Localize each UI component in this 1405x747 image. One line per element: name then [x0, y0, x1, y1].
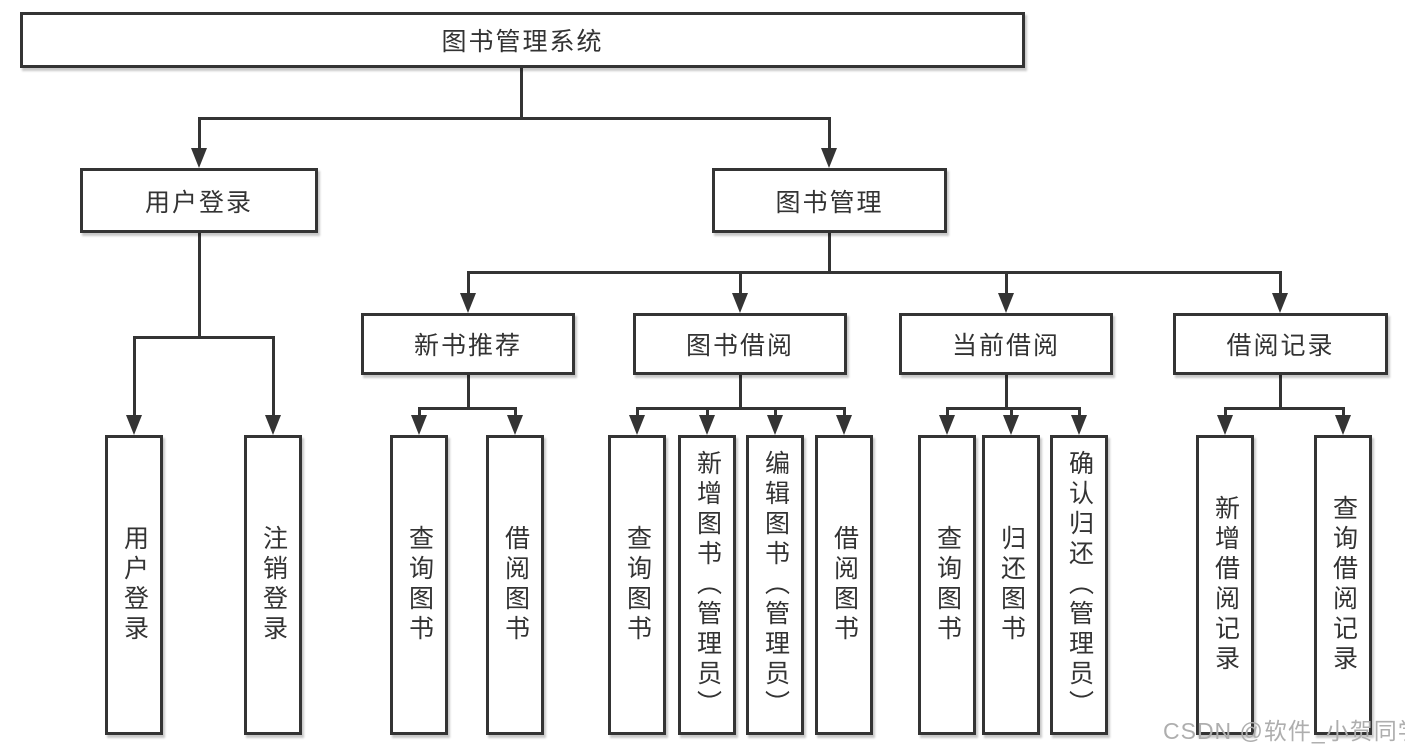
- connector-current-borrowing-stem: [1005, 375, 1008, 409]
- leaf-borrow-books-1-label: 借阅图书: [501, 525, 530, 645]
- leaf-add-borrow-record-label: 新增借阅记录: [1211, 495, 1240, 675]
- node-new-book-recommend-label: 新书推荐: [413, 332, 522, 360]
- leaf-return-books-label: 归还图书: [997, 525, 1026, 645]
- connector-book-borrowing-bar: [636, 407, 846, 410]
- connector-drop-book-management: [828, 119, 831, 150]
- connector-book-borrowing-stem: [739, 375, 742, 409]
- leaf-logout: 注销登录: [244, 435, 302, 735]
- arrowhead-g4c1: [1003, 415, 1019, 435]
- leaf-query-books-3: 查询图书: [918, 435, 976, 735]
- arrowhead-g5c0: [1217, 415, 1233, 435]
- arrowhead-login-leaf: [126, 415, 142, 435]
- connector-user-login-bar: [133, 336, 275, 339]
- leaf-borrow-books-2: 借阅图书: [815, 435, 873, 735]
- connector-drop-g4c0: [946, 409, 949, 417]
- leaf-add-borrow-record: 新增借阅记录: [1196, 435, 1254, 735]
- connector-drop-logout-leaf: [272, 338, 275, 417]
- connector-drop-g5c1: [1342, 409, 1345, 417]
- connector-level2-bar: [467, 271, 1282, 274]
- arrowhead-g3c2: [767, 415, 783, 435]
- connector-level1-bar: [198, 117, 831, 120]
- connector-drop-g3c3: [843, 409, 846, 417]
- leaf-query-borrow-record-label: 查询借阅记录: [1329, 495, 1358, 675]
- leaf-confirm-return-admin: 确认归还（管理员）: [1050, 435, 1108, 735]
- arrowhead-g3c1: [699, 415, 715, 435]
- leaf-query-books-2: 查询图书: [608, 435, 666, 735]
- connector-drop-g4c1: [1010, 409, 1013, 417]
- connector-drop-g2c0: [418, 409, 421, 417]
- connector-book-management-stem: [828, 233, 831, 273]
- arrowhead-current-borrowing: [998, 293, 1014, 313]
- leaf-user-login-label: 用户登录: [120, 525, 149, 645]
- leaf-query-borrow-record: 查询借阅记录: [1314, 435, 1372, 735]
- connector-borrowing-records-stem: [1279, 375, 1282, 409]
- leaf-query-books-1-label: 查询图书: [405, 525, 434, 645]
- leaf-add-books-admin-label: 新增图书（管理员）: [693, 450, 722, 720]
- leaf-edit-books-admin-label: 编辑图书（管理员）: [761, 450, 790, 720]
- connector-new-book-stem: [467, 375, 470, 409]
- connector-current-borrowing-bar: [946, 407, 1081, 410]
- leaf-query-books-1: 查询图书: [390, 435, 448, 735]
- leaf-return-books: 归还图书: [982, 435, 1040, 735]
- connector-drop-g4c2: [1078, 409, 1081, 417]
- leaf-borrow-books-1: 借阅图书: [486, 435, 544, 735]
- arrowhead-g4c2: [1071, 415, 1087, 435]
- connector-drop-login-leaf: [133, 338, 136, 417]
- node-root: 图书管理系统: [20, 12, 1025, 68]
- connector-drop-g3c1: [706, 409, 709, 417]
- node-root-label: 图书管理系统: [441, 28, 604, 56]
- connector-root-stem: [520, 68, 523, 119]
- connector-drop-g3c0: [636, 409, 639, 417]
- connector-drop-g3c2: [774, 409, 777, 417]
- node-book-management-label: 图书管理: [775, 188, 884, 217]
- node-new-book-recommend: 新书推荐: [361, 313, 575, 375]
- connector-drop-current-borrowing: [1005, 273, 1008, 295]
- leaf-add-books-admin: 新增图书（管理员）: [678, 435, 736, 735]
- arrowhead-book-borrowing: [732, 293, 748, 313]
- leaf-borrow-books-2-label: 借阅图书: [830, 525, 859, 645]
- node-user-login-label: 用户登录: [144, 188, 253, 217]
- connector-drop-book-borrowing: [739, 273, 742, 295]
- node-current-borrowing: 当前借阅: [899, 313, 1113, 375]
- connector-borrowing-records-bar: [1224, 407, 1345, 410]
- node-book-borrowing: 图书借阅: [633, 313, 847, 375]
- leaf-query-books-2-label: 查询图书: [623, 525, 652, 645]
- csdn-watermark: CSDN @软件_小贺同学: [1163, 718, 1405, 744]
- arrowhead-g5c1: [1335, 415, 1351, 435]
- node-user-login: 用户登录: [80, 168, 318, 233]
- arrowhead-logout-leaf: [265, 415, 281, 435]
- leaf-confirm-return-admin-label: 确认归还（管理员）: [1065, 450, 1094, 720]
- connector-new-book-bar: [418, 407, 517, 410]
- arrowhead-new-book: [460, 293, 476, 313]
- node-book-management: 图书管理: [712, 168, 947, 233]
- leaf-user-login: 用户登录: [105, 435, 163, 735]
- arrowhead-borrowing-records: [1272, 293, 1288, 313]
- node-book-borrowing-label: 图书借阅: [685, 332, 794, 360]
- arrowhead-book-management: [821, 148, 837, 168]
- node-borrowing-records: 借阅记录: [1173, 313, 1388, 375]
- arrowhead-g4c0: [939, 415, 955, 435]
- node-current-borrowing-label: 当前借阅: [951, 332, 1060, 360]
- connector-drop-g5c0: [1224, 409, 1227, 417]
- connector-drop-g2c1: [514, 409, 517, 417]
- connector-user-login-stem: [198, 233, 201, 338]
- arrowhead-g2c0: [411, 415, 427, 435]
- connector-drop-new-book: [467, 273, 470, 295]
- connector-drop-user-login: [198, 119, 201, 150]
- arrowhead-g2c1: [507, 415, 523, 435]
- node-borrowing-records-label: 借阅记录: [1226, 332, 1335, 360]
- leaf-edit-books-admin: 编辑图书（管理员）: [746, 435, 804, 735]
- arrowhead-g3c0: [629, 415, 645, 435]
- connector-drop-borrowing-records: [1279, 273, 1282, 295]
- arrowhead-g3c3: [836, 415, 852, 435]
- leaf-logout-label: 注销登录: [259, 525, 288, 645]
- leaf-query-books-3-label: 查询图书: [933, 525, 962, 645]
- arrowhead-user-login: [191, 148, 207, 168]
